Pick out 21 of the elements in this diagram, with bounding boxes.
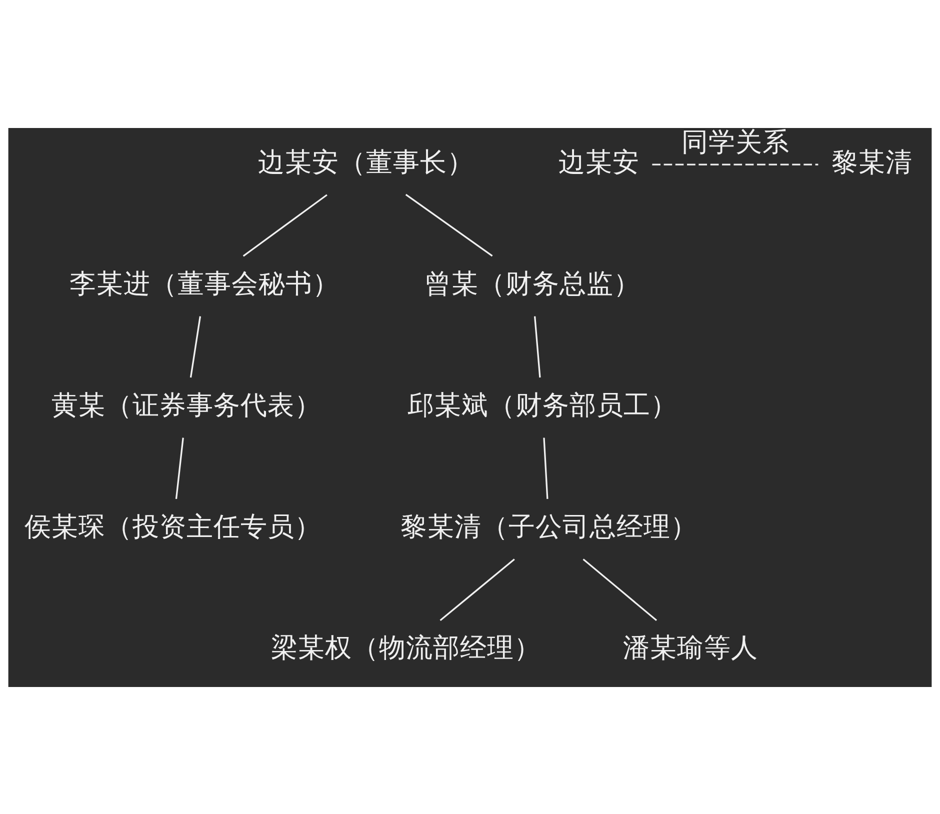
node-text: 侯某琛（投资主任专员） (24, 510, 322, 542)
connector (652, 163, 818, 165)
connector (242, 194, 328, 256)
edge-label: 同学关系 (681, 126, 790, 158)
connector (543, 437, 548, 498)
connector (534, 316, 541, 378)
node-text: 邱某斌（财务部员工） (407, 389, 678, 420)
node-text: 边某安（董事长） (258, 146, 474, 178)
node-text: 边某安 (558, 146, 640, 178)
connector (440, 558, 515, 621)
connector (405, 193, 493, 256)
connector (190, 316, 202, 378)
connector (582, 558, 658, 621)
node-text: 李某进（董事会秘书） (70, 268, 340, 299)
node-text: 梁某权（物流部经理） (270, 632, 541, 664)
node-text: 黎某清 (831, 146, 912, 178)
node-text: 黄某（证券事务代表） (51, 389, 322, 420)
connector (175, 437, 184, 499)
node-text: 黎某清（子公司总经理） (400, 510, 698, 542)
node-text: 潘某瑜等人 (622, 632, 758, 664)
node-text: 曾某（财务总监） (424, 268, 640, 299)
